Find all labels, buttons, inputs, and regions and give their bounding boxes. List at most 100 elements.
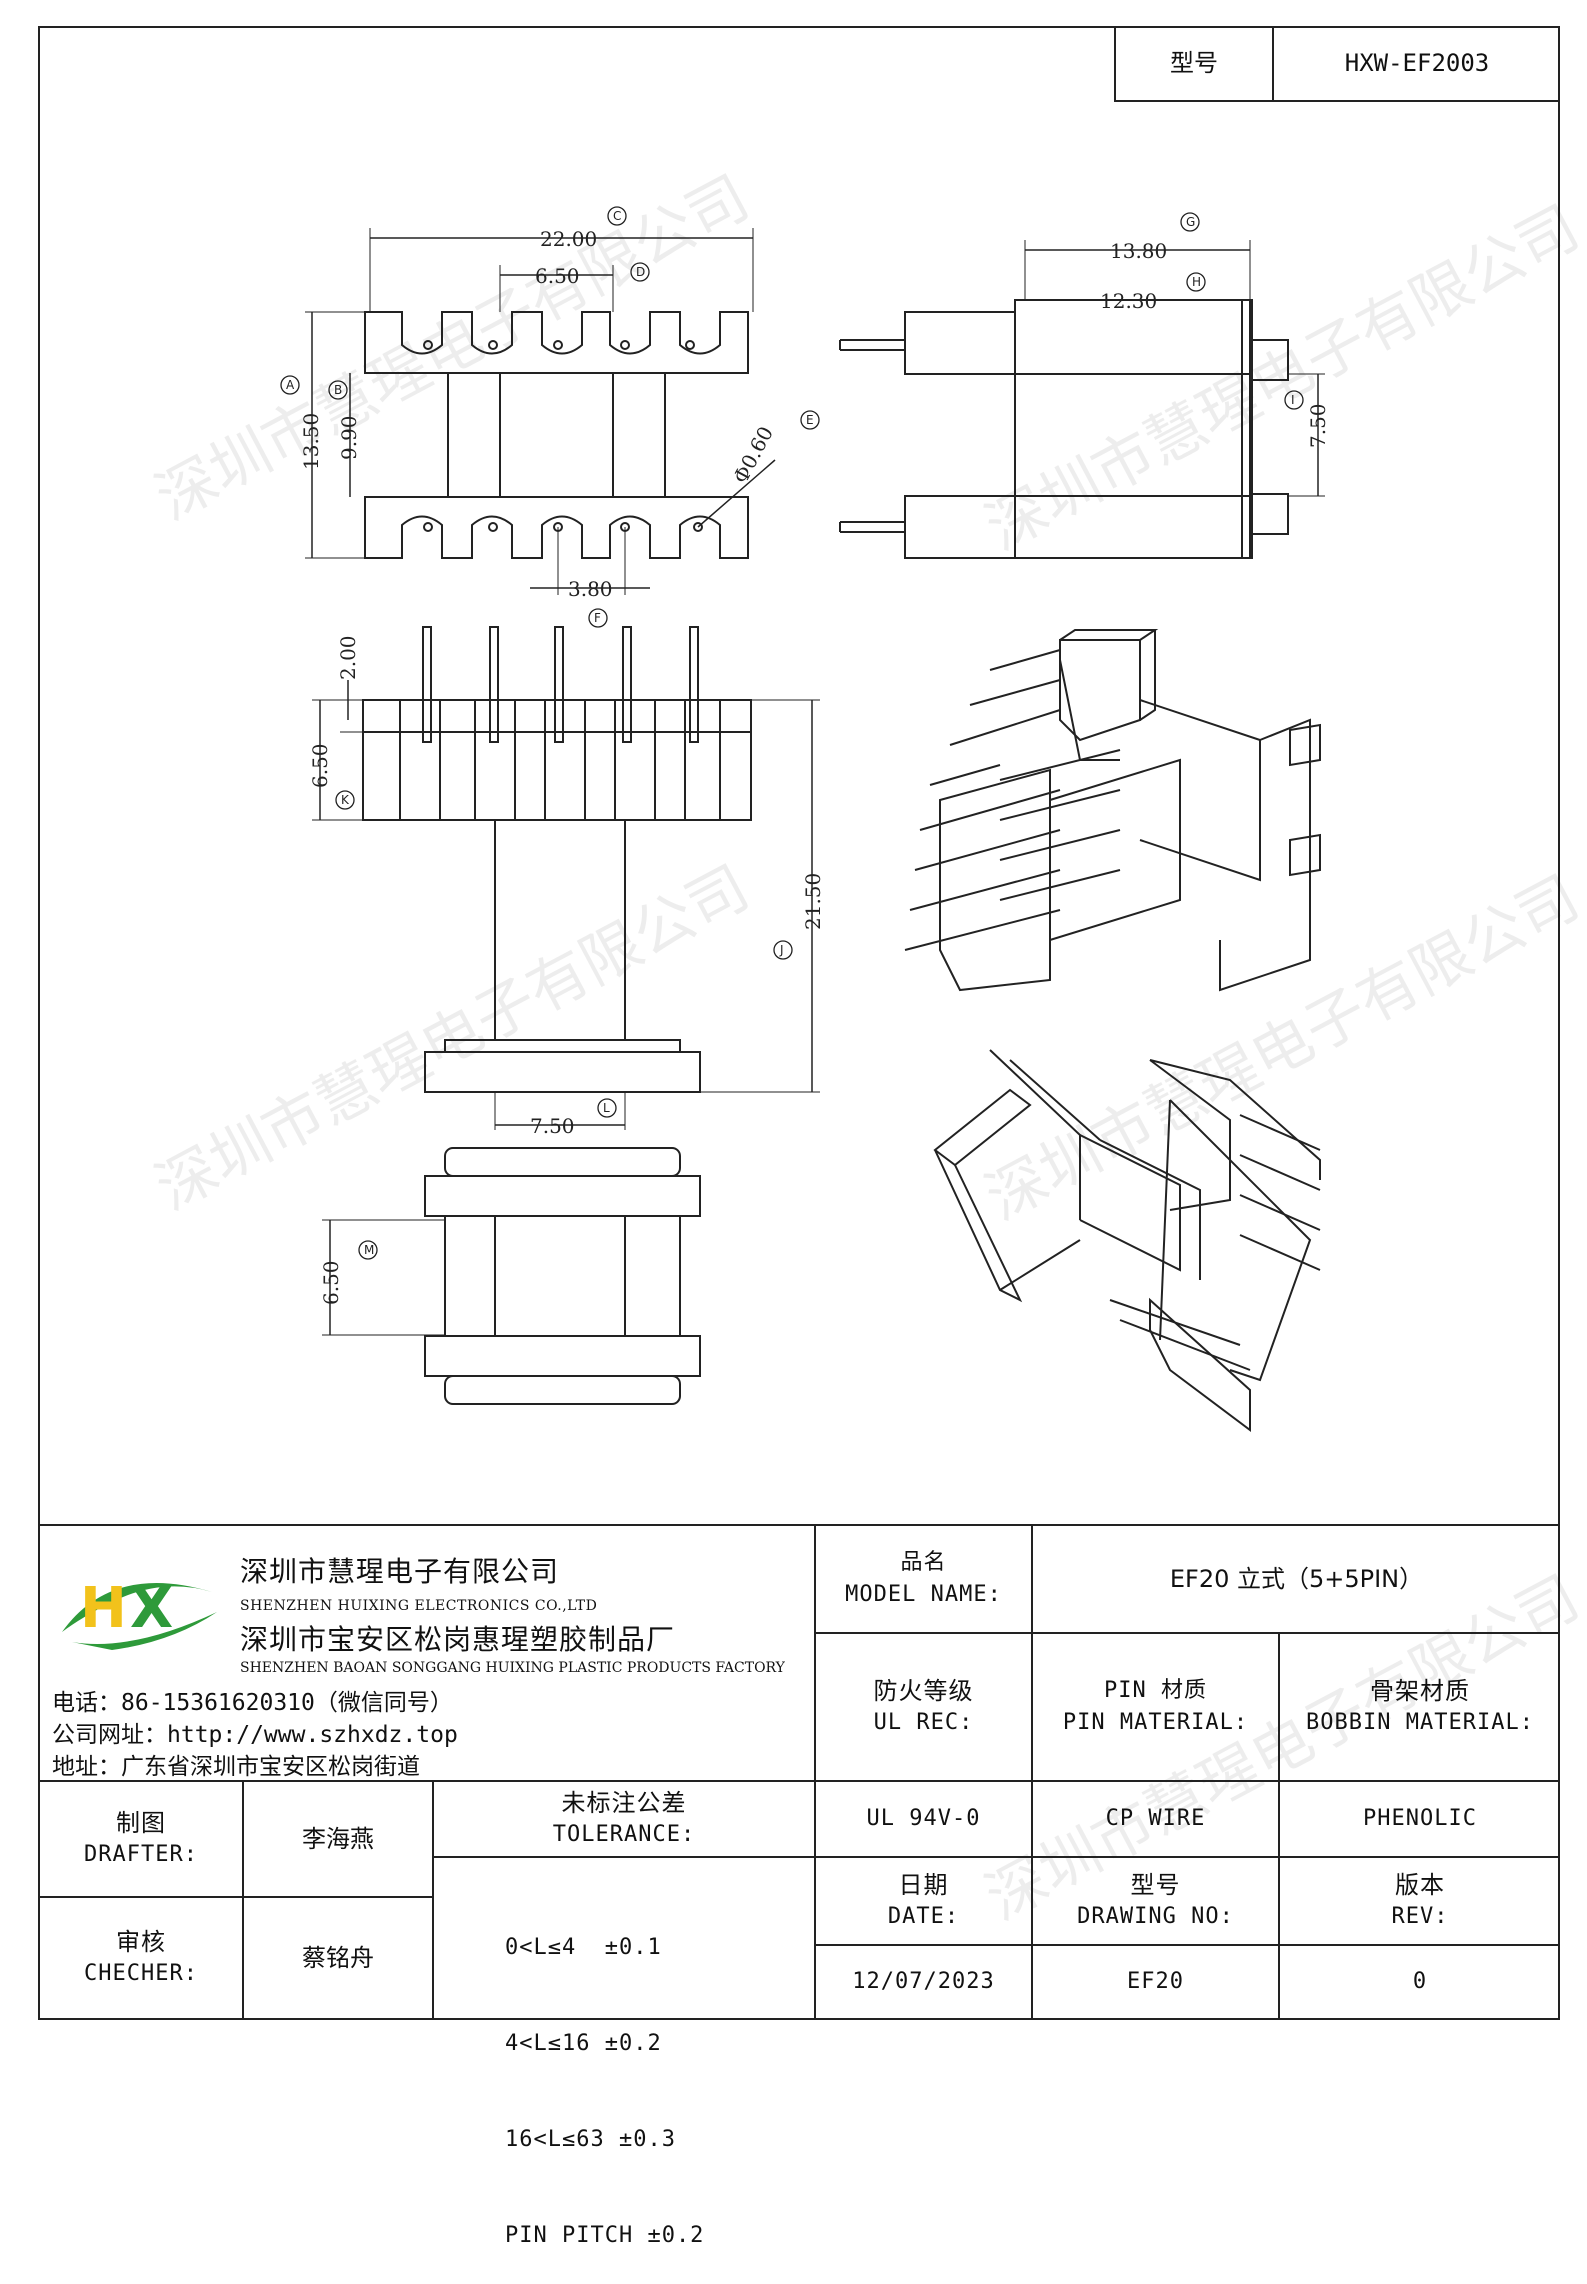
divider (242, 1780, 244, 2020)
ul-rec-value: UL 94V-0 (866, 1806, 981, 1831)
dim-height-a: 13.50 (299, 413, 323, 470)
drafter-en: DRAFTER: (84, 1842, 198, 1867)
checker-label: 审核 CHECHER: (40, 1898, 242, 2018)
tolerance-row: 4<L≤16 ±0.2 (505, 2031, 662, 2056)
dim-width: 22.00 (540, 227, 597, 251)
tag-g: G (1186, 215, 1195, 229)
divider (38, 1896, 434, 1898)
tag-j: J (779, 943, 784, 957)
tag-e: E (806, 413, 814, 427)
bottom-view (322, 1147, 701, 1405)
dim-flange: 6.50 (308, 743, 332, 788)
tolerance-row: 0<L≤4 ±0.1 (505, 1935, 662, 1960)
dim-slot: 6.50 (535, 264, 580, 288)
company-website[interactable]: 公司网址：http://www.szhxdz.top (52, 1722, 458, 1748)
dim-pitch: 3.80 (568, 577, 613, 601)
title-block-top-border (38, 1524, 1560, 1526)
date-value: 12/07/2023 (852, 1969, 995, 1994)
date-en: DATE: (887, 1904, 960, 1929)
dim-pin-dia: Φ0.60 (728, 422, 778, 487)
tag-d: D (636, 265, 645, 279)
model-name-cn: 品名 (900, 1550, 947, 1575)
checker-cn: 审核 (116, 1928, 166, 1956)
rev-value: 0 (1412, 1969, 1428, 1994)
divider (432, 1780, 434, 2020)
tag-h: H (1192, 275, 1201, 289)
tag-f: F (594, 611, 601, 625)
tolerance-cn: 未标注公差 (561, 1789, 687, 1817)
checker-en: CHECHER: (84, 1961, 198, 1986)
dim-pin-len: 2.00 (336, 635, 360, 680)
company-address: 地址：广东省深圳市宝安区松岗街道 (52, 1754, 420, 1780)
date-label: 日期 DATE: (816, 1858, 1031, 1944)
company-name-cn: 深圳市慧瑆电子有限公司 (240, 1555, 560, 1588)
drawing-no-cn: 型号 (1130, 1871, 1181, 1899)
svg-text:X: X (130, 1576, 173, 1641)
dim-len-g: 13.80 (1110, 239, 1167, 263)
rev-en: REV: (1391, 1904, 1449, 1929)
divider (38, 1780, 1560, 1782)
dim-bottom: 6.50 (319, 1260, 343, 1305)
tag-m: M (364, 1243, 374, 1257)
ul-rec-en: UL REC: (873, 1710, 974, 1735)
tolerance-row: PIN PITCH ±0.2 (505, 2223, 705, 2248)
svg-text:H: H (80, 1576, 127, 1641)
dim-height: 21.50 (801, 873, 825, 930)
front-view (312, 626, 820, 1130)
pin-material-en: PIN MATERIAL: (1062, 1710, 1249, 1735)
side-view (839, 240, 1325, 559)
drafter-label: 制图 DRAFTER: (40, 1782, 242, 1896)
company-logo: H X (52, 1542, 222, 1657)
technical-drawing: 22.00 6.50 13.50 9.90 Φ0.60 3.80 C D A B… (280, 206, 1330, 1432)
bobbin-material-label: 骨架材质 BOBBIN MATERIAL: (1280, 1634, 1560, 1780)
divider (434, 1856, 1560, 1858)
tag-a: A (286, 378, 295, 392)
tolerance-list: 0<L≤4 ±0.1 4<L≤16 ±0.2 16<L≤63 ±0.3 PIN … (505, 1868, 704, 2284)
tolerance-label: 未标注公差 TOLERANCE: (434, 1782, 814, 1856)
tag-l: L (603, 1101, 610, 1115)
model-name-label: 品名 MODEL NAME: (816, 1526, 1031, 1632)
tolerance-row: 16<L≤63 ±0.3 (505, 2127, 676, 2152)
divider (814, 1524, 816, 2020)
drawing-no-value: EF20 (1127, 1969, 1184, 1994)
bobbin-material-en: BOBBIN MATERIAL: (1306, 1710, 1534, 1735)
header-model-label: 型号 (1116, 26, 1274, 100)
divider (1278, 1632, 1280, 2020)
rev-cn: 版本 (1395, 1871, 1445, 1899)
tag-i: I (1291, 393, 1295, 407)
dim-core: 7.50 (530, 1114, 575, 1138)
pin-material-value: CP WIRE (1105, 1806, 1206, 1831)
header-model-value: HXW-EF2003 (1344, 49, 1490, 77)
dim-height-b: 9.90 (337, 415, 361, 460)
header-model-box: 型号 HXW-EF2003 (1114, 26, 1560, 102)
top-view (305, 228, 776, 595)
tag-b: B (334, 383, 342, 397)
factory-name-en: SHENZHEN BAOAN SONGGANG HUIXING PLASTIC … (240, 1660, 785, 1676)
divider (814, 1944, 1560, 1946)
drafter-cn: 制图 (116, 1809, 166, 1837)
rev-label: 版本 REV: (1280, 1858, 1560, 1944)
bobbin-material-cn: 骨架材质 (1370, 1677, 1470, 1705)
dim-len-h: 12.30 (1100, 289, 1157, 313)
company-name-en: SHENZHEN HUIXING ELECTRONICS CO.,LTD (240, 1598, 598, 1614)
model-name-en: MODEL NAME: (845, 1582, 1002, 1607)
factory-name-cn: 深圳市宝安区松岗惠瑆塑胶制品厂 (240, 1623, 676, 1656)
drawing-no-en: DRAWING NO: (1077, 1904, 1234, 1929)
tolerance-en: TOLERANCE: (552, 1822, 696, 1847)
model-name-value: EF20 立式（5+5PIN） (1169, 1565, 1424, 1593)
pin-material-cn: PIN 材质 (1104, 1678, 1207, 1703)
isometric-view-bottom (933, 1049, 1321, 1432)
bobbin-material-value: PHENOLIC (1363, 1806, 1477, 1831)
pin-material-label: PIN 材质 PIN MATERIAL: (1033, 1634, 1278, 1780)
drawing-no-label: 型号 DRAWING NO: (1033, 1858, 1278, 1944)
drawing-frame (38, 26, 1560, 2020)
company-phone: 电话：86-15361620310（微信同号） (52, 1690, 453, 1716)
dim-gap: 7.50 (1306, 403, 1330, 448)
tag-k: K (341, 793, 350, 807)
divider (814, 1632, 1560, 1634)
tag-c: C (613, 209, 621, 223)
date-cn: 日期 (898, 1871, 949, 1899)
checker-name: 蔡铭舟 (302, 1944, 374, 1972)
isometric-view-top (904, 629, 1321, 992)
drafter-name: 李海燕 (302, 1825, 374, 1853)
